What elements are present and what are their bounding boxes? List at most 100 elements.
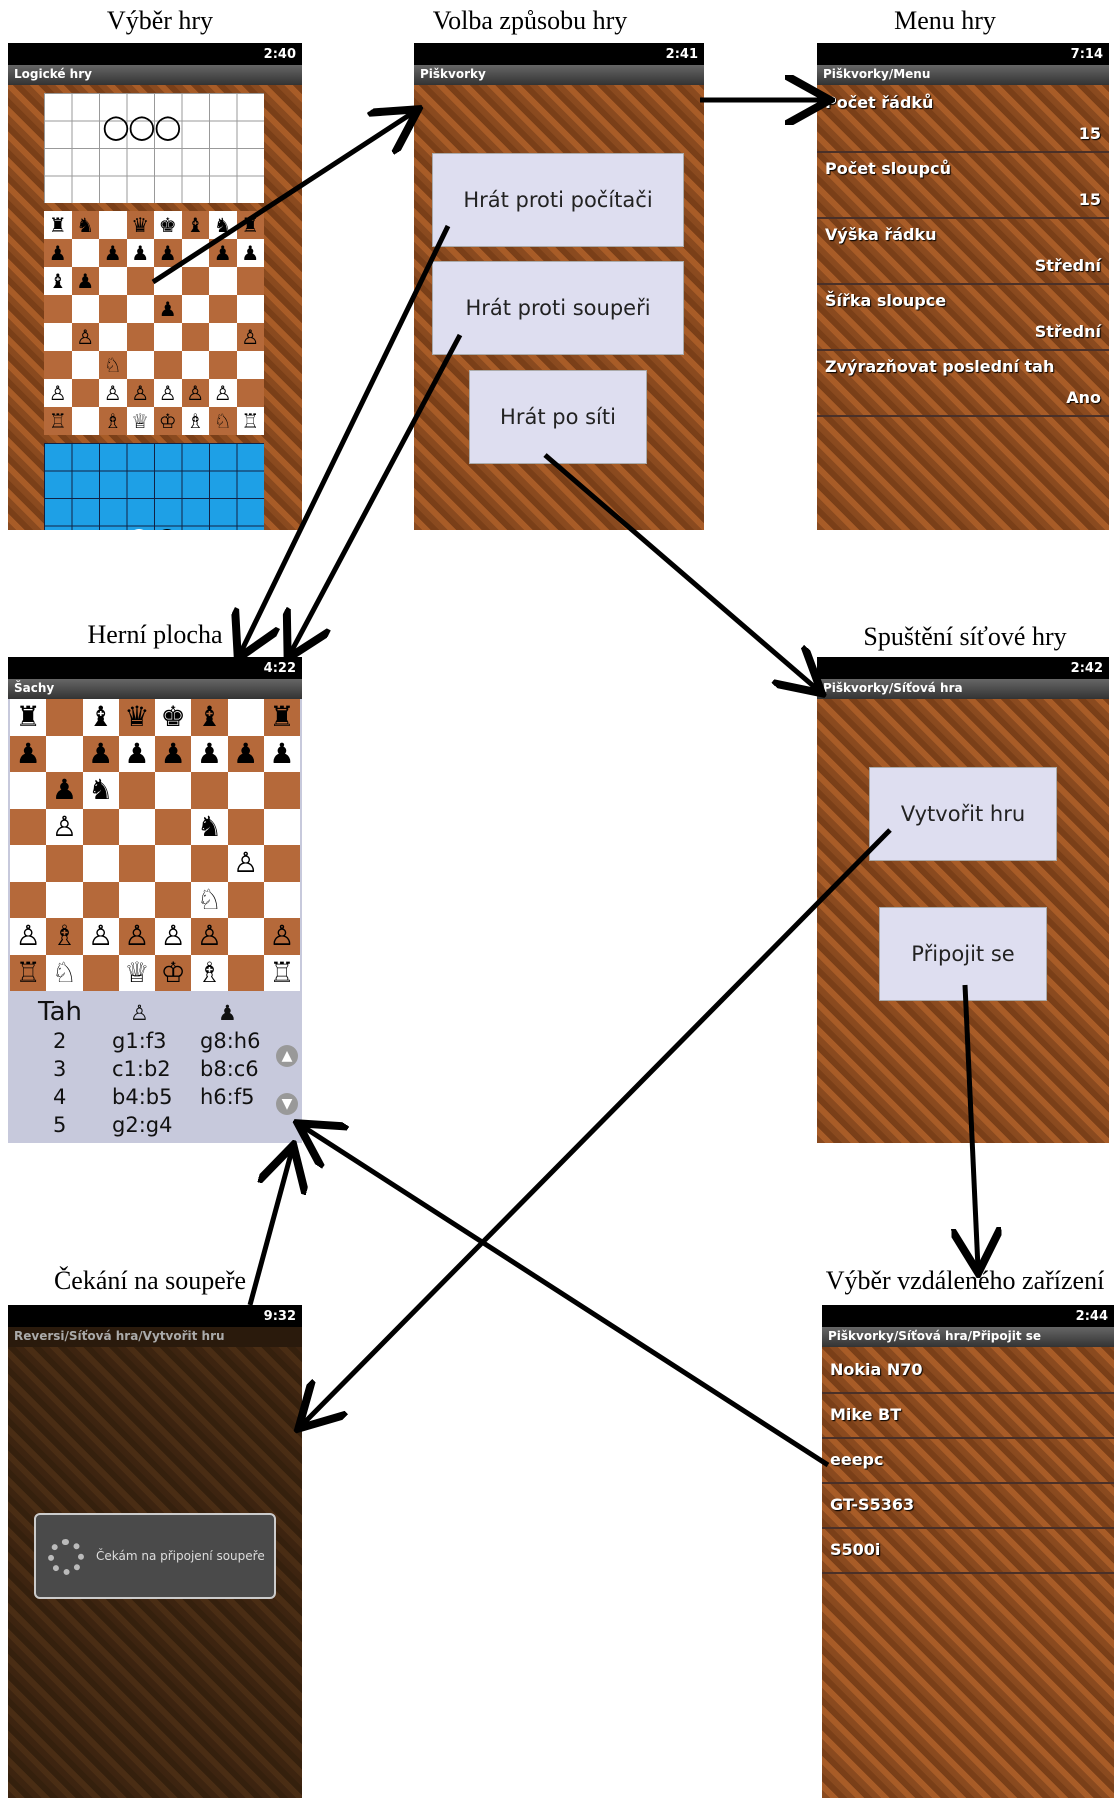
board-square[interactable] (155, 881, 192, 918)
tictactoe-thumbnail[interactable]: ○○○ (44, 93, 264, 203)
board-square[interactable]: ♜ (44, 211, 72, 239)
board-square[interactable]: ♙ (71, 323, 99, 351)
board-square[interactable]: ♖ (263, 954, 300, 991)
board-square[interactable]: ♗ (99, 407, 127, 435)
board-square[interactable] (209, 295, 237, 323)
board-square[interactable] (46, 735, 83, 772)
board-square[interactable] (126, 351, 154, 379)
board-square[interactable]: ♟ (209, 239, 237, 267)
board-square[interactable] (46, 699, 83, 736)
board-square[interactable] (82, 954, 119, 991)
board-square[interactable]: ♙ (181, 379, 209, 407)
chess-board[interactable]: ♜♝♛♚♝♜♟♟♟♟♟♟♟♟♞♙♞♙♘♙♗♙♙♙♙♙♖♘♕♔♗♖ (10, 699, 300, 991)
board-square[interactable] (236, 267, 264, 295)
board-square[interactable]: ♜ (263, 699, 300, 736)
board-square[interactable] (82, 845, 119, 882)
board-square[interactable]: ♙ (227, 845, 264, 882)
board-square[interactable] (209, 323, 237, 351)
board-square[interactable] (10, 808, 47, 845)
board-square[interactable]: ♟ (99, 239, 127, 267)
board-square[interactable]: ♙ (46, 808, 83, 845)
board-square[interactable] (154, 323, 182, 351)
board-square[interactable] (126, 323, 154, 351)
board-square[interactable] (191, 772, 228, 809)
board-square[interactable]: ♟ (263, 735, 300, 772)
board-square[interactable]: ♝ (191, 699, 228, 736)
board-square[interactable] (227, 881, 264, 918)
board-square[interactable]: ♖ (10, 954, 47, 991)
board-square[interactable] (227, 954, 264, 991)
board-square[interactable] (99, 211, 127, 239)
board-square[interactable]: ♟ (10, 735, 47, 772)
board-square[interactable]: ♚ (155, 699, 192, 736)
board-square[interactable]: ♔ (154, 407, 182, 435)
board-square[interactable] (71, 239, 99, 267)
board-square[interactable]: ♖ (236, 407, 264, 435)
board-square[interactable] (118, 808, 155, 845)
board-square[interactable] (44, 295, 72, 323)
board-square[interactable] (44, 323, 72, 351)
create-game-button[interactable]: Vytvořit hru (869, 767, 1057, 861)
board-square[interactable]: ♘ (99, 351, 127, 379)
board-square[interactable] (10, 845, 47, 882)
board-square[interactable]: ♙ (118, 918, 155, 955)
reversi-thumbnail[interactable] (44, 443, 264, 530)
board-square[interactable]: ♜ (236, 211, 264, 239)
board-square[interactable]: ♞ (82, 772, 119, 809)
board-square[interactable] (99, 323, 127, 351)
board-square[interactable]: ♗ (181, 407, 209, 435)
board-square[interactable] (227, 918, 264, 955)
board-square[interactable] (236, 295, 264, 323)
board-square[interactable] (263, 808, 300, 845)
board-square[interactable] (82, 881, 119, 918)
board-square[interactable]: ♟ (155, 735, 192, 772)
scroll-down-icon[interactable]: ▼ (276, 1093, 298, 1115)
board-square[interactable] (209, 351, 237, 379)
board-square[interactable]: ♛ (126, 211, 154, 239)
board-square[interactable] (126, 295, 154, 323)
board-square[interactable]: ♛ (118, 699, 155, 736)
board-square[interactable] (227, 772, 264, 809)
board-square[interactable] (181, 239, 209, 267)
board-square[interactable] (155, 845, 192, 882)
board-square[interactable] (236, 351, 264, 379)
board-square[interactable]: ♟ (46, 772, 83, 809)
chess-thumbnail[interactable]: ♜♞♛♚♝♞♜♟♟♟♟♟♟♝♟♟♙♙♘♙♙♙♙♙♙♖♗♕♔♗♘♖ (44, 211, 264, 435)
board-square[interactable]: ♙ (236, 323, 264, 351)
board-square[interactable]: ♞ (191, 808, 228, 845)
board-square[interactable]: ♟ (227, 735, 264, 772)
board-square[interactable]: ♘ (46, 954, 83, 991)
board-square[interactable]: ♕ (118, 954, 155, 991)
board-square[interactable] (227, 699, 264, 736)
board-square[interactable]: ♟ (44, 239, 72, 267)
play-vs-opponent-button[interactable]: Hrát proti soupeři (432, 261, 684, 355)
board-square[interactable] (82, 808, 119, 845)
board-square[interactable] (191, 845, 228, 882)
board-square[interactable] (227, 808, 264, 845)
board-square[interactable]: ♙ (82, 918, 119, 955)
board-square[interactable]: ♔ (155, 954, 192, 991)
board-square[interactable]: ♗ (191, 954, 228, 991)
board-square[interactable] (118, 881, 155, 918)
board-square[interactable] (154, 267, 182, 295)
board-square[interactable]: ♟ (236, 239, 264, 267)
board-square[interactable] (46, 845, 83, 882)
board-square[interactable]: ♝ (44, 267, 72, 295)
board-square[interactable] (118, 845, 155, 882)
board-square[interactable] (154, 351, 182, 379)
board-square[interactable] (71, 407, 99, 435)
join-game-button[interactable]: Připojit se (879, 907, 1047, 1001)
board-square[interactable]: ♙ (155, 918, 192, 955)
board-square[interactable]: ♙ (191, 918, 228, 955)
scroll-up-icon[interactable]: ▲ (276, 1045, 298, 1067)
board-square[interactable] (71, 295, 99, 323)
board-square[interactable]: ♙ (209, 379, 237, 407)
board-square[interactable]: ♜ (10, 699, 47, 736)
board-square[interactable] (181, 295, 209, 323)
board-square[interactable] (99, 295, 127, 323)
device-item[interactable]: GT-S5363 (822, 1484, 1114, 1529)
board-square[interactable]: ♝ (181, 211, 209, 239)
board-square[interactable]: ♟ (126, 239, 154, 267)
